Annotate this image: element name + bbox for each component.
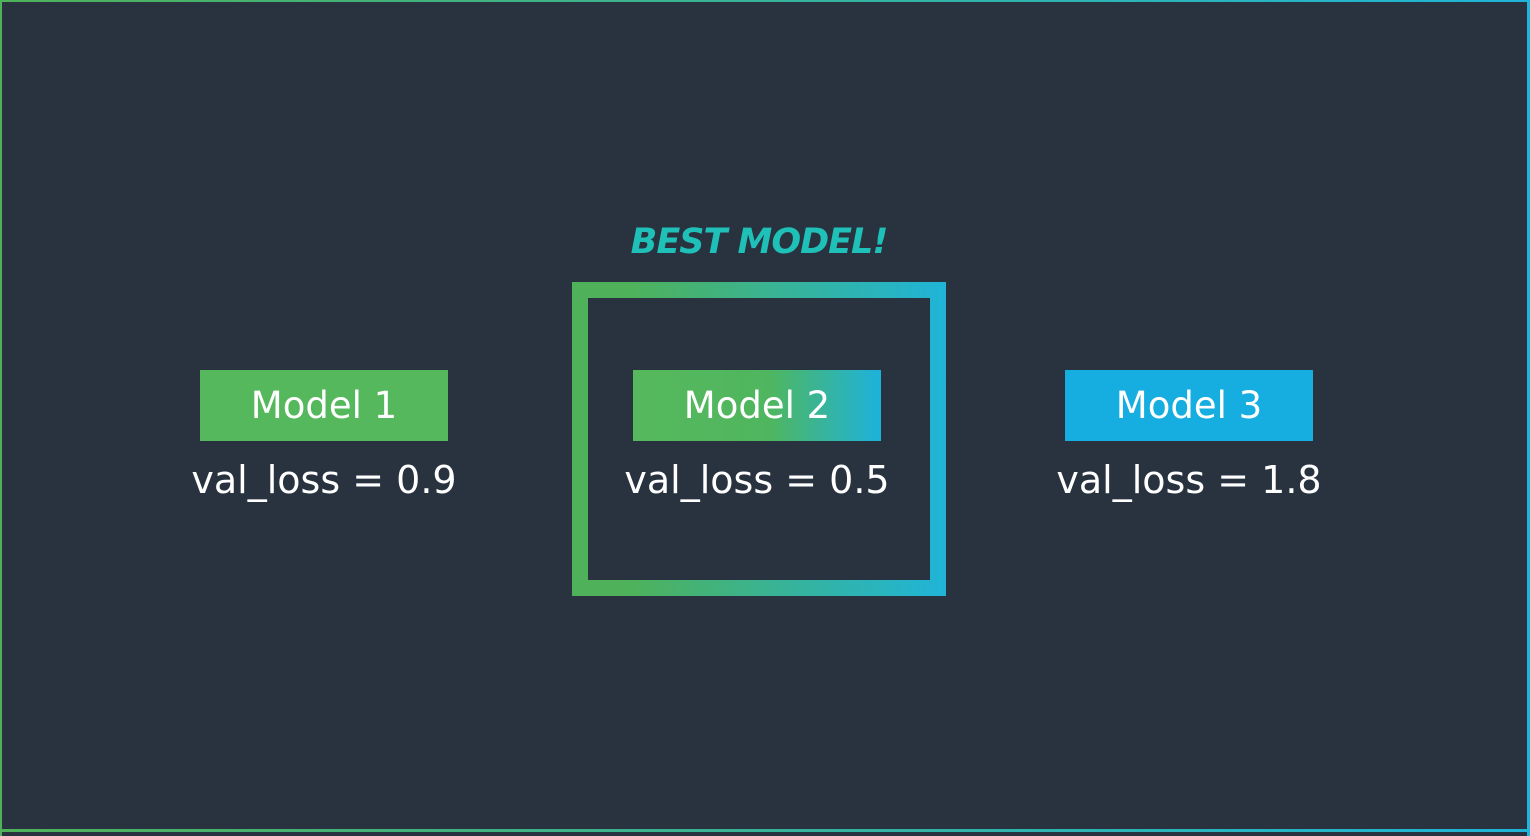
model-1-tag: Model 1 [200,370,448,441]
frame-right-border [1527,0,1530,836]
best-model-label: BEST MODEL! [630,222,889,262]
model-3-val-loss: val_loss = 1.8 [1056,458,1322,502]
model-2-val-loss: val_loss = 0.5 [624,458,890,502]
best-model-highlight-box [572,282,946,596]
frame-top-border [0,0,1530,2]
model-3-tag: Model 3 [1065,370,1313,441]
model-1-val-loss: val_loss = 0.9 [191,458,457,502]
frame-left-border [0,0,2,836]
model-2-tag: Model 2 [633,370,881,441]
frame-bottom-border [0,829,1530,832]
